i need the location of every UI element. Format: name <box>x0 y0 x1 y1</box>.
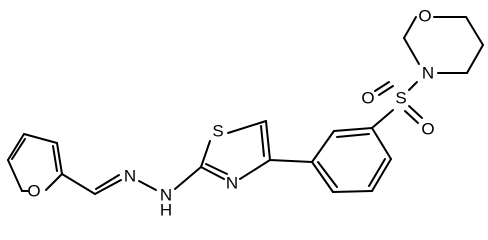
furan-ring <box>7 133 63 192</box>
hydrazone-nitrogen-1-label: N <box>124 167 136 186</box>
sulfonyl-oxygen-bottom-label: O <box>421 120 434 139</box>
morpholine-nitrogen-label: N <box>422 64 434 83</box>
thiazole-sulfur-label: S <box>212 122 223 141</box>
furan-oxygen-label: O <box>27 182 40 201</box>
morpholine-ring <box>403 16 484 74</box>
thiazole-ring <box>174 120 271 190</box>
chemical-structure-diagram: O N N H S N S O O N O <box>7 7 484 217</box>
morpholine-oxygen-label: O <box>418 7 431 26</box>
sulfonyl-sulfur-label: S <box>395 89 406 108</box>
amine-hydrogen-label: H <box>160 201 172 217</box>
benzene-ring <box>269 127 392 193</box>
thiazole-nitrogen-label: N <box>226 174 238 193</box>
hydrazone-nitrogen-2-label: N <box>160 186 172 205</box>
sulfonyl-oxygen-top-label: O <box>361 89 374 108</box>
hydrazone-chain <box>61 173 157 195</box>
atom-labels: O N N H S N S O O N O <box>27 7 434 217</box>
sulfonyl-group <box>371 81 423 129</box>
